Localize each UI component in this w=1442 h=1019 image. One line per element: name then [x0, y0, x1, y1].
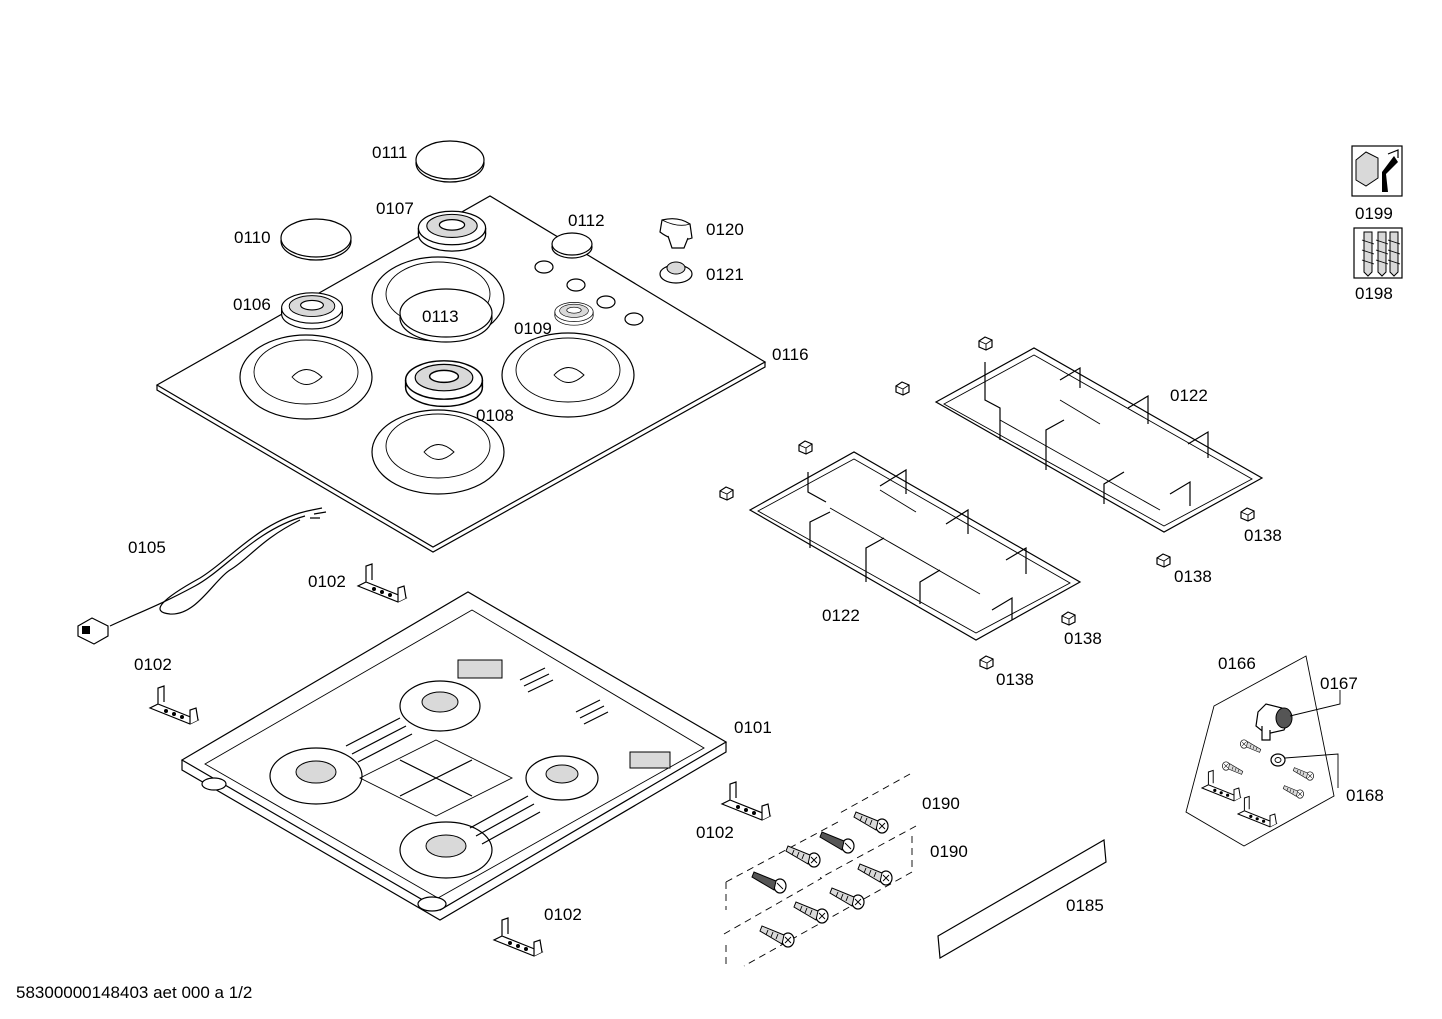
screw-set-0190 — [723, 773, 917, 967]
clip-0102-c — [721, 781, 771, 821]
label-0138-c: 0138 — [1064, 629, 1102, 648]
label-0190-a: 0190 — [922, 794, 960, 813]
label-0102-c: 0102 — [696, 823, 734, 842]
clip-0102-a — [357, 563, 407, 603]
hob-base-tray-0101 — [180, 591, 728, 921]
label-0102-b: 0102 — [134, 655, 172, 674]
clip-0102-d — [493, 917, 543, 957]
label-0168: 0168 — [1346, 786, 1384, 805]
label-0122-left: 0122 — [822, 606, 860, 625]
label-0138-d: 0138 — [996, 670, 1034, 689]
label-0185: 0185 — [1066, 896, 1104, 915]
label-0111: 0111 — [372, 143, 407, 162]
cap-0112 — [551, 232, 593, 259]
power-cable-0105 — [77, 507, 327, 645]
label-0190-b: 0190 — [930, 842, 968, 861]
burner-0113 — [399, 288, 493, 343]
wrench-nut-icon — [1351, 145, 1403, 197]
label-0167: 0167 — [1320, 674, 1358, 693]
label-0102-d: 0102 — [544, 905, 582, 924]
label-0120: 0120 — [706, 220, 744, 239]
burner-0108 — [404, 360, 484, 408]
label-0109: 0109 — [514, 319, 552, 338]
label-0112: 0112 — [568, 211, 605, 230]
gas-connector-kit-0166 — [1185, 655, 1341, 847]
label-0121: 0121 — [706, 265, 744, 284]
label-0199: 0199 — [1355, 204, 1393, 223]
part-labels: 0111 0107 0110 0112 0120 0121 0106 0113 … — [16, 143, 1393, 1002]
knob-0120 — [659, 218, 693, 249]
sealing-strip-0185 — [937, 839, 1107, 959]
label-0105: 0105 — [128, 538, 166, 557]
label-0102-a: 0102 — [308, 572, 346, 591]
burner-0107 — [417, 210, 487, 252]
cap-0111 — [415, 140, 485, 183]
label-0107: 0107 — [376, 199, 414, 218]
pan-support-0122-right — [934, 347, 1264, 533]
label-0138-b: 0138 — [1174, 567, 1212, 586]
label-0106: 0106 — [233, 295, 271, 314]
clip-0102-b — [149, 685, 199, 725]
label-0113: 0113 — [422, 307, 459, 326]
burner-0109 — [554, 302, 594, 326]
label-0116: 0116 — [772, 345, 809, 364]
label-0101: 0101 — [734, 718, 772, 737]
pan-support-0122-left — [748, 451, 1082, 641]
screws-icon — [1353, 227, 1403, 279]
label-0166: 0166 — [1218, 654, 1256, 673]
burner-0106 — [281, 292, 343, 330]
document-footer: 58300000148403 aet 000 a 1/2 — [16, 983, 252, 1002]
label-0122-right: 0122 — [1170, 386, 1208, 405]
label-0198: 0198 — [1355, 284, 1393, 303]
cap-0110 — [280, 218, 352, 261]
bezel-0121 — [659, 261, 693, 284]
label-0110: 0110 — [234, 228, 271, 247]
label-0138-a: 0138 — [1244, 526, 1282, 545]
label-0108: 0108 — [476, 406, 514, 425]
